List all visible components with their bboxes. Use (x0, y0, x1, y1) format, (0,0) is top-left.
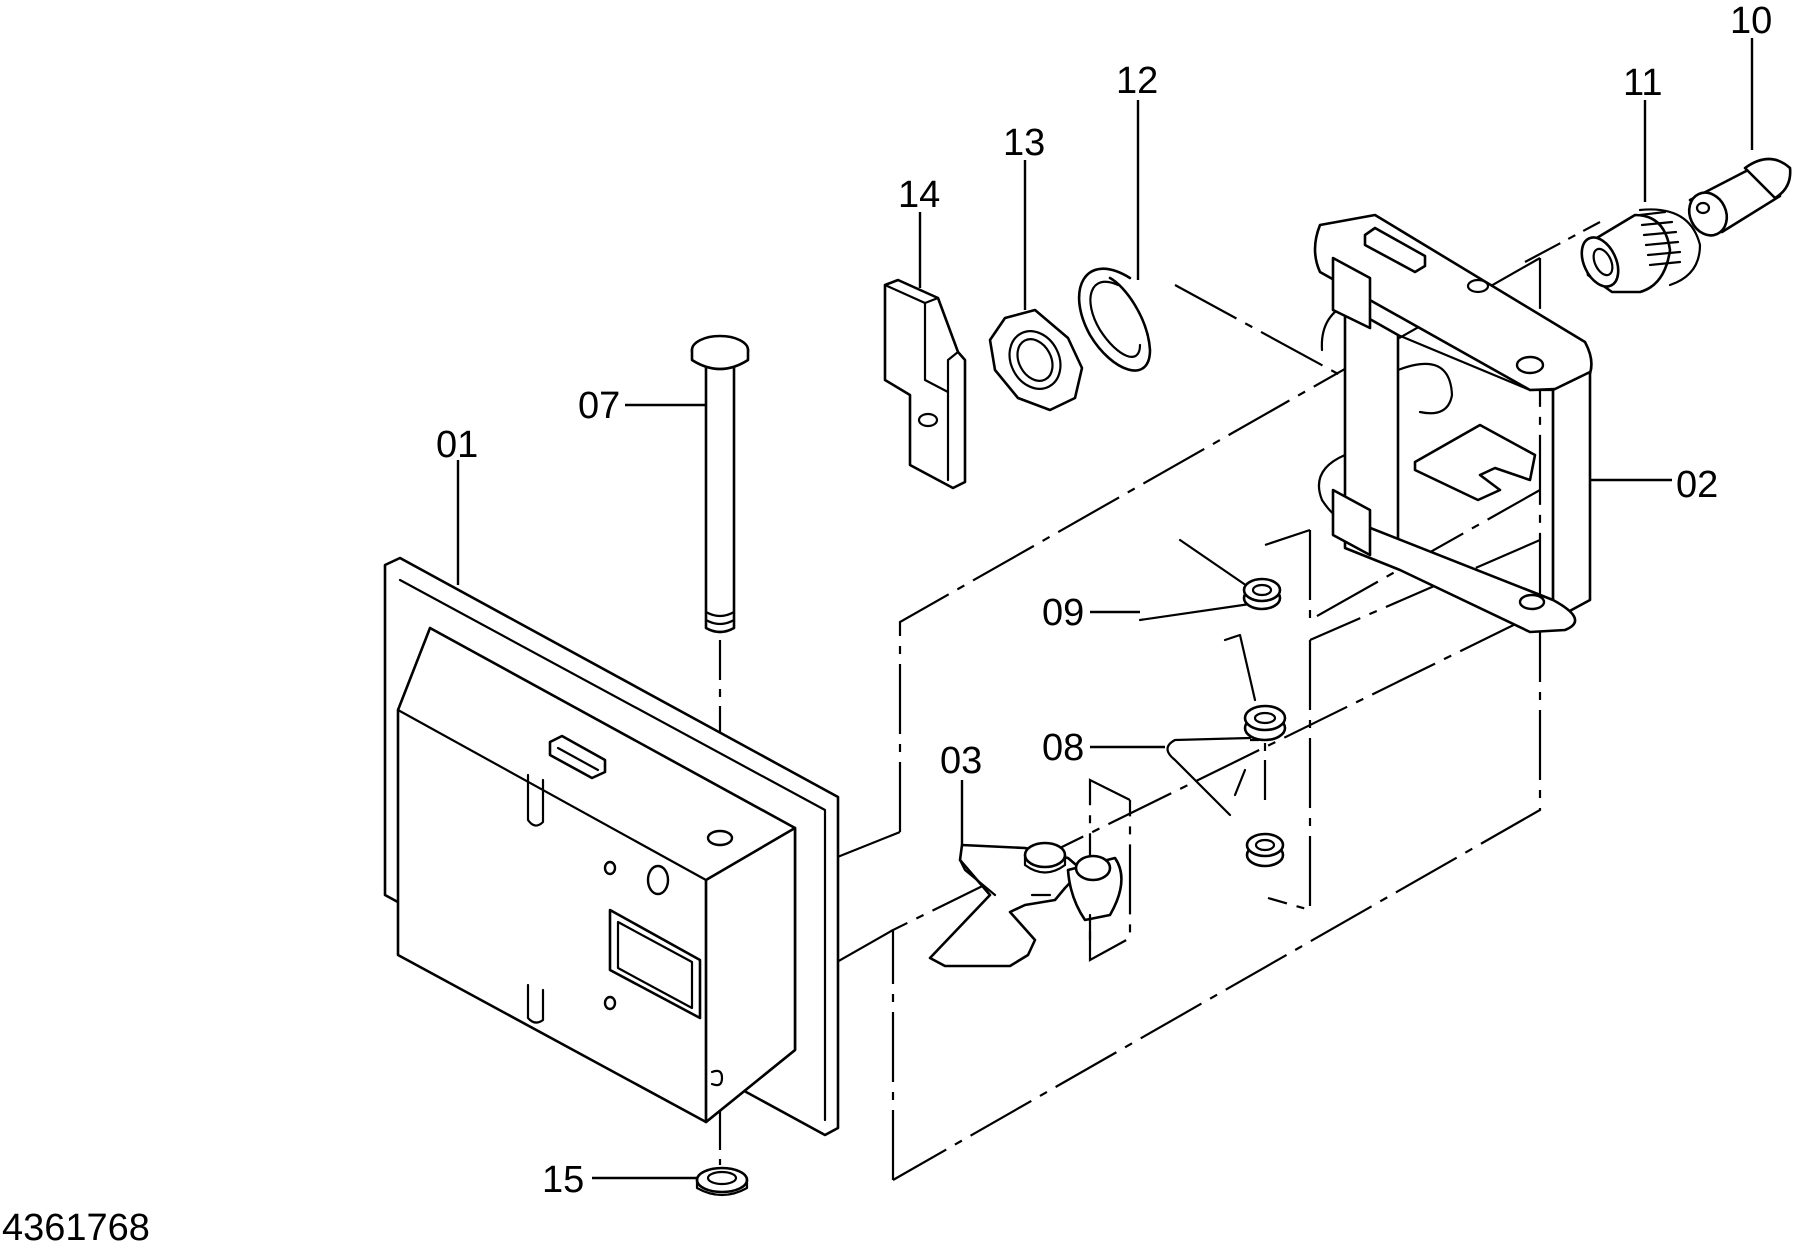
part-02-bracket (1313, 213, 1593, 634)
callout-01: 01 (436, 424, 478, 466)
callout-09: 09 (1042, 592, 1084, 634)
drawing-number: 4361768 (2, 1207, 150, 1246)
part-09-spring (1138, 538, 1282, 622)
part-14-latch-plate (883, 278, 967, 490)
part-07-pin (690, 334, 750, 634)
callout-07: 07 (578, 385, 620, 427)
callout-08: 08 (1042, 727, 1084, 769)
part-10-plug (1687, 157, 1792, 237)
callout-14: 14 (898, 174, 940, 216)
callout-12: 12 (1116, 60, 1158, 102)
part-11-bushing (1580, 208, 1702, 294)
callout-03: 03 (940, 740, 982, 782)
assembly-phantom-lines (729, 257, 1542, 1181)
housing-window (608, 908, 702, 1020)
callout-02: 02 (1676, 464, 1718, 506)
callout-11: 11 (1623, 62, 1662, 104)
housing-hole (646, 864, 670, 896)
callout-labels: 01 02 03 07 08 09 10 11 12 13 14 15 (436, 0, 1772, 1201)
part-13-nut (988, 308, 1084, 412)
callout-10: 10 (1730, 0, 1772, 42)
leader-lines (456, 38, 1754, 1180)
part-01-housing (383, 556, 840, 1137)
part-12-ring (1077, 267, 1152, 372)
callout-13: 13 (1003, 122, 1045, 164)
part-08-spring (1166, 633, 1287, 868)
part-15-clip (695, 1166, 749, 1197)
housing-pin-hole (706, 829, 734, 847)
part-03-latch-lever (928, 841, 1123, 968)
callout-15: 15 (542, 1159, 584, 1201)
